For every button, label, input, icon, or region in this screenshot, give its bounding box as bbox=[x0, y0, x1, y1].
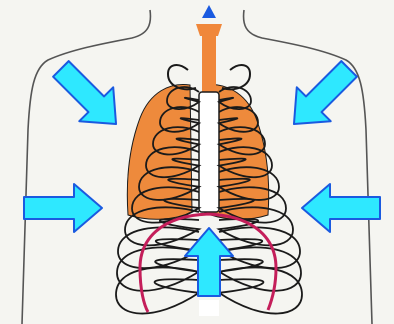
sternum bbox=[199, 92, 219, 212]
xiphoid-label-area bbox=[199, 300, 219, 316]
trachea-top bbox=[196, 24, 222, 36]
